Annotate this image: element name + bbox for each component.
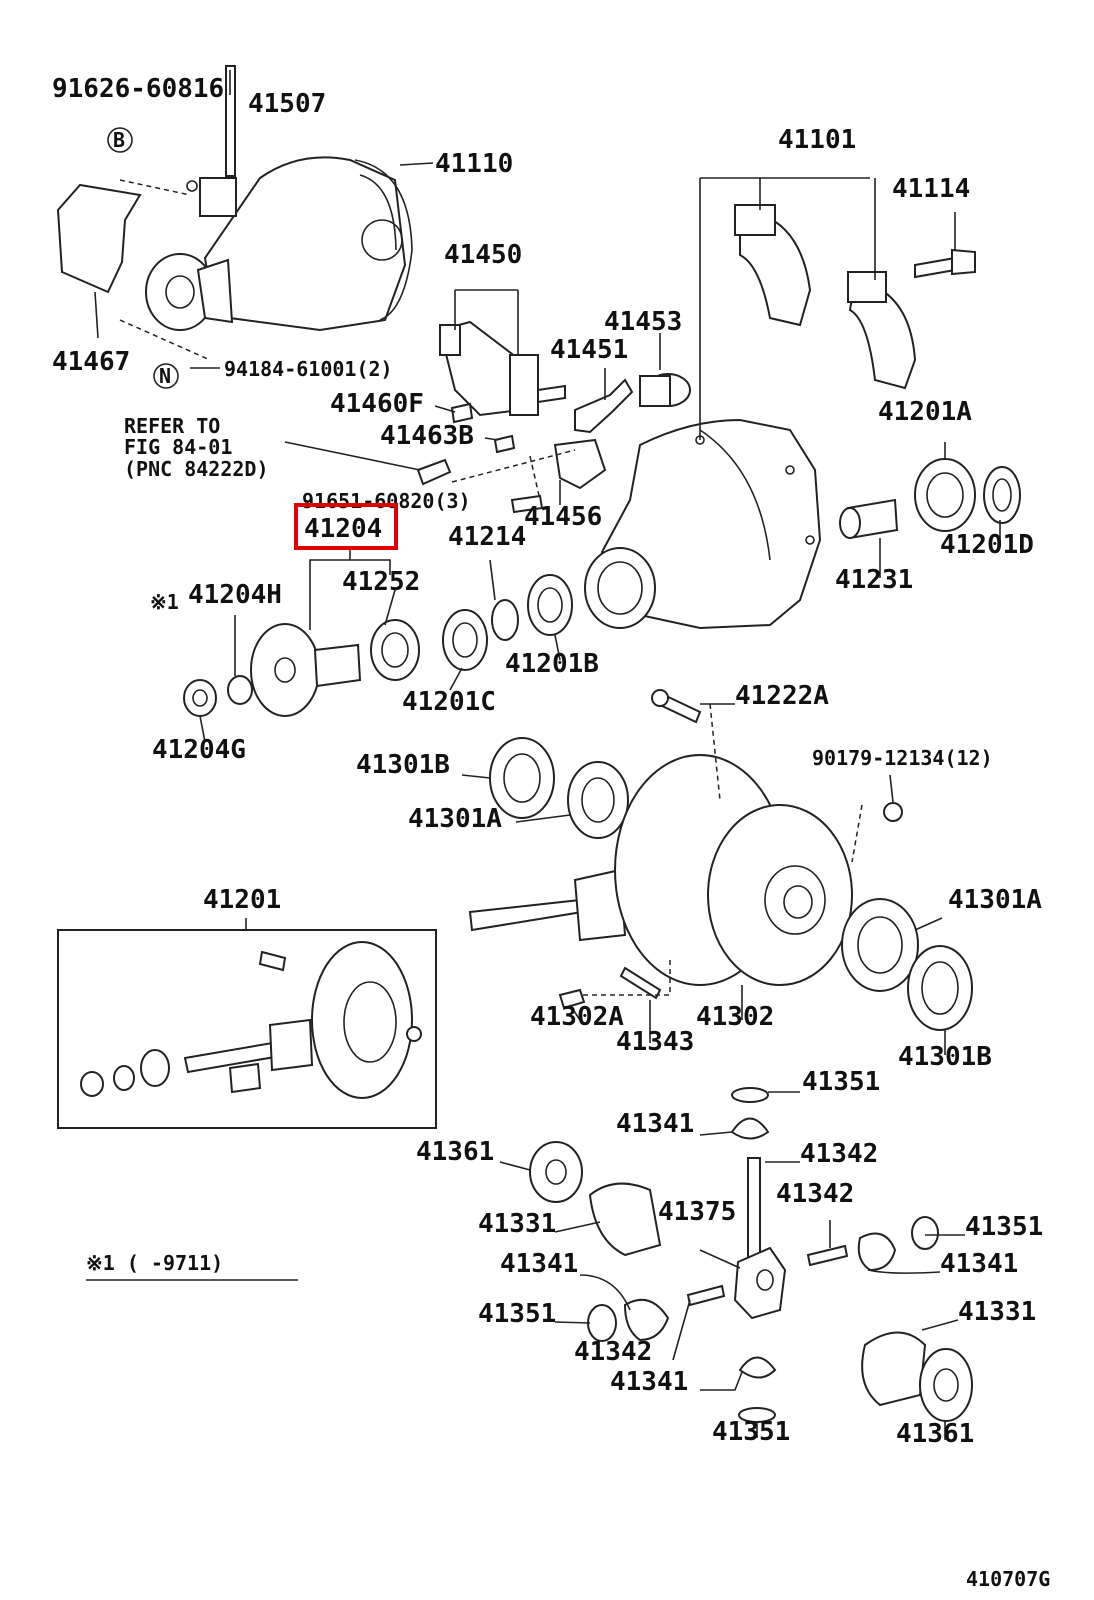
label-41302[interactable]: 41302 — [696, 1002, 774, 1032]
label-41351-bottom[interactable]: 41351 — [712, 1417, 790, 1447]
highlight-box — [294, 503, 398, 550]
label-note-mark: ※1 — [150, 590, 179, 614]
label-41201d[interactable]: 41201D — [940, 530, 1034, 560]
label-41351-left[interactable]: 41351 — [478, 1299, 556, 1329]
diff-lock-actuator — [416, 320, 691, 514]
label-91651-60820[interactable]: 91651-60820(3) — [302, 489, 471, 513]
label-41110[interactable]: 41110 — [435, 149, 513, 179]
label-41252[interactable]: 41252 — [342, 567, 420, 597]
label-41351-top[interactable]: 41351 — [802, 1067, 880, 1097]
label-41341-right[interactable]: 41341 — [940, 1249, 1018, 1279]
label-90179-12134[interactable]: 90179-12134(12) — [812, 746, 993, 770]
label-circle-n: N — [159, 364, 171, 388]
differential-carrier-assembly — [56, 65, 413, 361]
label-41342-bottom[interactable]: 41342 — [574, 1337, 652, 1367]
label-41341-left[interactable]: 41341 — [500, 1249, 578, 1279]
circle-n-marker — [153, 363, 179, 389]
label-41201[interactable]: 41201 — [203, 885, 281, 915]
label-41342-mid[interactable]: 41342 — [776, 1179, 854, 1209]
label-41201a[interactable]: 41201A — [878, 397, 972, 427]
label-41101[interactable]: 41101 — [778, 125, 856, 155]
label-41375[interactable]: 41375 — [658, 1197, 736, 1227]
part-labels: 91626-60816 41507 B 41110 41101 41114 41… — [52, 74, 1050, 1591]
label-41361-right[interactable]: 41361 — [896, 1419, 974, 1449]
label-41204g[interactable]: 41204G — [152, 735, 246, 765]
label-41201c[interactable]: 41201C — [402, 687, 496, 717]
label-41456[interactable]: 41456 — [524, 502, 602, 532]
label-41450[interactable]: 41450 — [444, 240, 522, 270]
ring-gear-case-assembly — [468, 689, 973, 1031]
label-41351-right[interactable]: 41351 — [965, 1212, 1043, 1242]
label-41453[interactable]: 41453 — [604, 307, 682, 337]
label-41507[interactable]: 41507 — [248, 89, 326, 119]
label-41301b-right[interactable]: 41301B — [898, 1042, 992, 1072]
label-41204h[interactable]: 41204H — [188, 580, 282, 610]
label-refer-line1: REFER TO — [124, 414, 220, 438]
label-41361-left[interactable]: 41361 — [416, 1137, 494, 1167]
label-94184-61001[interactable]: 94184-61001(2) — [224, 357, 393, 381]
pinion-flange-row — [183, 574, 573, 717]
label-circle-b: B — [113, 128, 125, 152]
differential-internals — [529, 1087, 973, 1423]
label-41451[interactable]: 41451 — [550, 335, 628, 365]
label-41341-top[interactable]: 41341 — [616, 1109, 694, 1139]
leader-lines — [190, 70, 1001, 1440]
label-41301b-top[interactable]: 41301B — [356, 750, 450, 780]
label-41467[interactable]: 41467 — [52, 347, 130, 377]
label-41222a[interactable]: 41222A — [735, 681, 829, 711]
label-41341-bottom[interactable]: 41341 — [610, 1367, 688, 1397]
label-41463b[interactable]: 41463B — [380, 421, 474, 451]
label-41343[interactable]: 41343 — [616, 1027, 694, 1057]
label-refer-line2: FIG 84-01 — [124, 435, 232, 459]
bearing-cap-set — [734, 204, 976, 390]
label-41460f[interactable]: 41460F — [330, 389, 424, 419]
label-41214[interactable]: 41214 — [448, 522, 526, 552]
label-91626-60816[interactable]: 91626-60816 — [52, 74, 224, 104]
ring-pinion-set-inset — [57, 929, 437, 1129]
side-bearings — [839, 458, 1021, 540]
label-41114[interactable]: 41114 — [892, 174, 970, 204]
circle-b-marker — [107, 127, 133, 153]
label-41301a-right[interactable]: 41301A — [948, 885, 1042, 915]
label-41231[interactable]: 41231 — [835, 565, 913, 595]
label-refer-line3: (PNC 84222D) — [124, 457, 269, 481]
label-41201b[interactable]: 41201B — [505, 649, 599, 679]
differential-carrier — [584, 418, 822, 630]
label-41302a[interactable]: 41302A — [530, 1002, 624, 1032]
label-41342-top[interactable]: 41342 — [800, 1139, 878, 1169]
label-41301a-left[interactable]: 41301A — [408, 804, 502, 834]
footnote-text: ※1 ( -9711) — [86, 1251, 223, 1275]
label-41204[interactable]: 41204 — [304, 514, 382, 544]
label-41331-right[interactable]: 41331 — [958, 1297, 1036, 1327]
label-41331-left[interactable]: 41331 — [478, 1209, 556, 1239]
figure-code: 410707G — [966, 1567, 1050, 1591]
